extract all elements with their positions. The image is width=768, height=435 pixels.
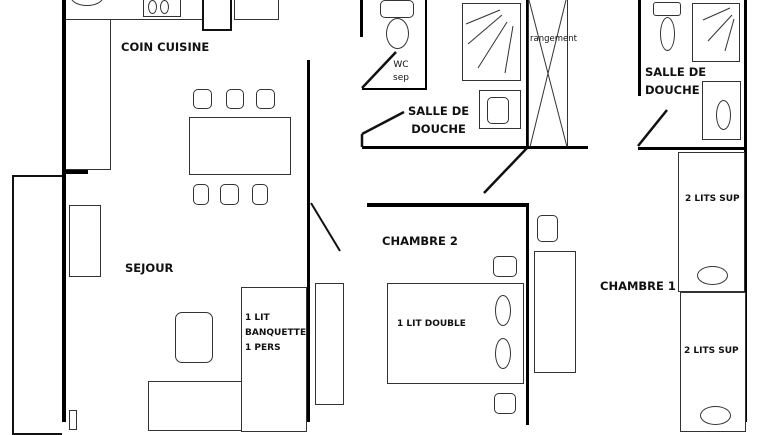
pillow-icon [495, 295, 511, 326]
label-lits-sup-2: 2 LITS SUP [684, 346, 739, 356]
room-label-coin-cuisine: COIN CUISINE [121, 40, 210, 54]
washbasin-icon [487, 97, 509, 124]
small-item [69, 410, 77, 430]
wall [362, 146, 528, 149]
room-label-rangement: rangement [530, 34, 577, 44]
wall [62, 0, 66, 422]
chair [256, 89, 275, 109]
wall [362, 88, 427, 90]
chair [220, 184, 239, 205]
room-label-chambre-2: CHAMBRE 2 [382, 234, 458, 248]
pillow-icon [495, 338, 511, 369]
wall [307, 60, 310, 210]
room-label-sejour: SEJOUR [125, 261, 174, 275]
banquette-line-1: 1 LIT [245, 313, 270, 323]
dining-table [189, 117, 291, 175]
kitchen-counter-side [64, 19, 111, 170]
banquette-bed [241, 287, 307, 432]
bunk-bed [678, 152, 745, 292]
sdd1-line-1: SALLE DE [408, 104, 470, 118]
chair [252, 184, 268, 205]
exterior-balcony [12, 175, 62, 435]
room-label-chambre-1: CHAMBRE 1 [600, 279, 676, 293]
wall [307, 200, 310, 422]
wall [526, 0, 529, 149]
door-salle-de-douche-3 [637, 109, 668, 147]
label-lit-double: 1 LIT DOUBLE [397, 319, 466, 329]
room-label-salle-de-douche-1: SALLE DE DOUCHE [408, 103, 469, 139]
wardrobe [315, 283, 344, 405]
chair [193, 89, 212, 109]
chair [226, 89, 244, 109]
sdd2-line-2: DOUCHE [645, 82, 700, 97]
wall [638, 0, 641, 96]
pillow-icon [700, 406, 731, 425]
label-banquette: 1 LIT BANQUETTE 1 PERS [245, 311, 306, 356]
wall [64, 170, 88, 174]
chair [193, 184, 209, 205]
toilet-bowl-icon [660, 17, 675, 51]
door-wc [361, 51, 397, 89]
shower-tray [692, 3, 740, 62]
sdd2-line-1: SALLE DE [645, 65, 707, 79]
fridge [202, 0, 232, 31]
tv-cabinet [69, 205, 101, 277]
sdd1-line-2: DOUCHE [411, 121, 466, 136]
toilet-tank [653, 2, 681, 16]
banquette-line-3: 1 PERS [245, 342, 281, 353]
wall [425, 0, 427, 90]
wc-line-2: sep [393, 73, 409, 84]
nightstand [493, 256, 517, 277]
door-salle-de-douche-2 [483, 147, 528, 194]
sofa [148, 381, 242, 431]
nightstand [537, 215, 558, 242]
kitchen-cabinet [234, 0, 279, 20]
wall [744, 0, 747, 422]
wall [526, 203, 529, 425]
washbasin-icon [716, 100, 731, 130]
wardrobe [534, 251, 576, 373]
door-salle-de-douche-1 [361, 110, 405, 136]
toilet-bowl-icon [386, 18, 409, 49]
wall [526, 146, 588, 149]
label-lits-sup-1: 2 LITS SUP [685, 194, 740, 204]
toilet-tank [380, 0, 414, 18]
burner-icon [148, 0, 157, 14]
wall [638, 147, 746, 150]
shower-tray [462, 3, 521, 81]
room-label-salle-de-douche-2: SALLE DE DOUCHE [645, 64, 706, 100]
wc-line-1: WC [393, 60, 409, 70]
nightstand [494, 393, 516, 414]
burner-icon [160, 0, 169, 14]
rangement-closet [528, 0, 568, 148]
pillow-icon [697, 266, 728, 285]
wall [360, 0, 363, 37]
banquette-line-2: BANQUETTE [245, 327, 307, 338]
wall [367, 203, 529, 207]
floor-plan: COIN CUISINE SEJOUR WC sep SALLE DE DOUC… [12, 0, 747, 435]
door-chambre-2 [310, 202, 341, 252]
room-label-wc: WC sep [393, 59, 409, 85]
coffee-table [175, 312, 213, 363]
